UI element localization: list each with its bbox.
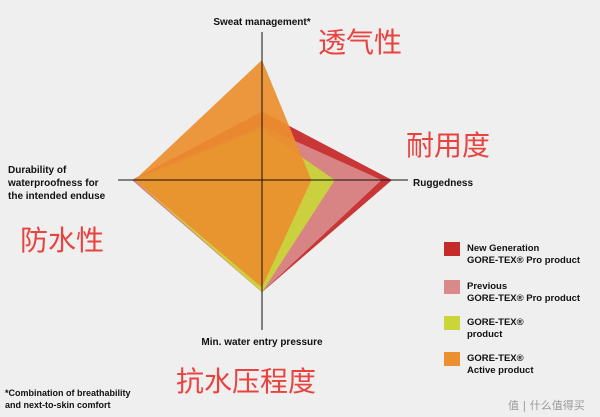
svg-text:waterproofness for: waterproofness for	[7, 178, 99, 189]
legend-swatch	[444, 280, 460, 294]
footnote-line2: and next-to-skin comfort	[5, 400, 111, 410]
watermark: 值 | 什么值得买	[508, 399, 585, 412]
legend-swatch	[444, 242, 460, 256]
legend-label: GORE-TEX® Pro product	[467, 255, 581, 266]
axis-label-durability: Durability of waterproofness for the int…	[7, 165, 106, 202]
annotation-water-pressure: 抗水压程度	[176, 365, 316, 398]
legend-swatch	[444, 316, 460, 330]
legend-item-3: GORE-TEX®product	[444, 316, 524, 340]
svg-text:Durability of: Durability of	[8, 165, 67, 176]
axis-label-ruggedness: Ruggedness	[413, 178, 473, 189]
legend-item-4: GORE-TEX®Active product	[444, 352, 534, 376]
legend-label: GORE-TEX®	[467, 317, 524, 328]
axis-label-water-pressure: Min. water entry pressure	[201, 337, 323, 348]
legend-label: GORE-TEX® Pro product	[467, 293, 581, 304]
svg-text:the intended enduse: the intended enduse	[8, 191, 106, 202]
annotation-durability: 耐用度	[406, 129, 490, 162]
annotation-waterproof: 防水性	[20, 224, 104, 257]
legend-swatch	[444, 352, 460, 366]
series-polygon-4	[134, 60, 312, 288]
axis-label-sweat: Sweat management*	[213, 17, 310, 28]
legend-label: Active product	[467, 365, 534, 376]
legend-label: GORE-TEX®	[467, 353, 524, 364]
annotation-breathability: 透气性	[318, 26, 402, 59]
series-layer	[132, 60, 392, 293]
footnote-line1: *Combination of breathability	[5, 388, 131, 398]
legend-label: Previous	[467, 281, 507, 292]
legend-label: product	[467, 329, 503, 340]
legend-label: New Generation	[467, 243, 540, 254]
